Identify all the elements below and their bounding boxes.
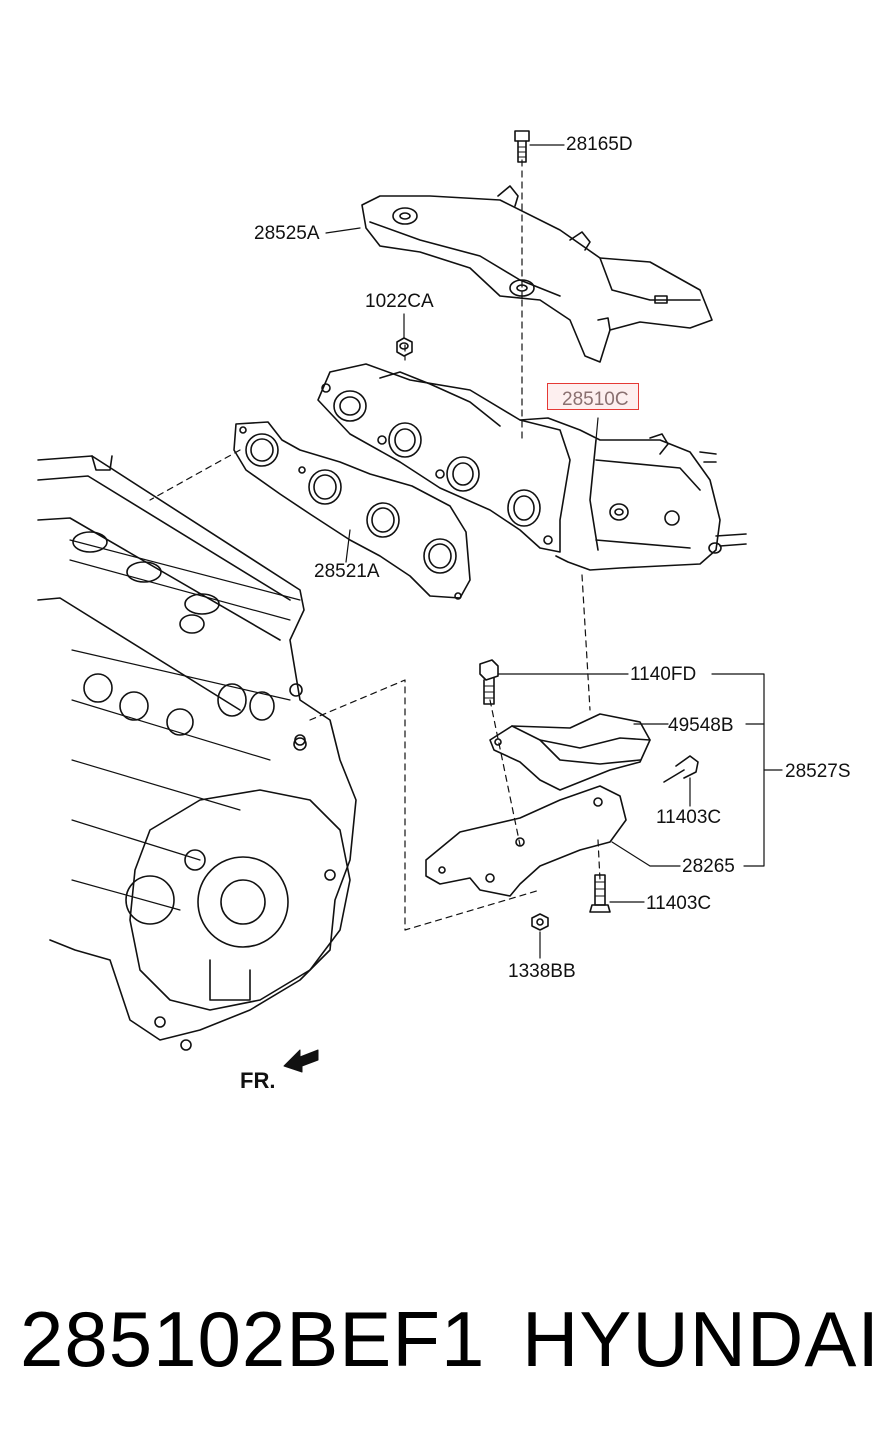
bracket-assembly-illustration (425, 659, 699, 931)
brand-name: HYUNDAI (522, 1295, 881, 1383)
engine-block-illustration (37, 455, 357, 1051)
callout-28510C: 28510C (562, 389, 629, 410)
callout-49548B: 49548B (668, 715, 734, 736)
part-number: 285102BEF1 (20, 1295, 486, 1383)
heat-shield-28525A-illustration (361, 185, 713, 363)
callout-28525A: 28525A (254, 223, 320, 244)
dashed-guide-lines (149, 159, 601, 931)
callout-28527S: 28527S (785, 761, 851, 782)
bolt-28165D-illustration (514, 130, 530, 163)
callout-leader-lines (325, 144, 783, 959)
part-caption: 285102BEF1 HYUNDAI (18, 1295, 879, 1390)
callout-1140FD: 1140FD (630, 664, 697, 685)
callout-28265: 28265 (682, 856, 735, 877)
highlighted-part-box: 28510C (547, 383, 639, 410)
callout-1022CA: 1022CA (365, 291, 434, 312)
callout-1338BB: 1338BB (508, 961, 576, 982)
callout-28521A: 28521A (314, 561, 380, 582)
front-direction-label: FR. (240, 1068, 276, 1093)
callout-11403C-lower: 11403C (646, 893, 712, 914)
gasket-28521A-illustration (233, 421, 471, 600)
callout-11403C-upper: 11403C (656, 807, 722, 828)
front-direction-arrow (283, 1049, 319, 1073)
exhaust-manifold-28510C-illustration (317, 363, 747, 571)
callout-28165D: 28165D (566, 134, 633, 155)
